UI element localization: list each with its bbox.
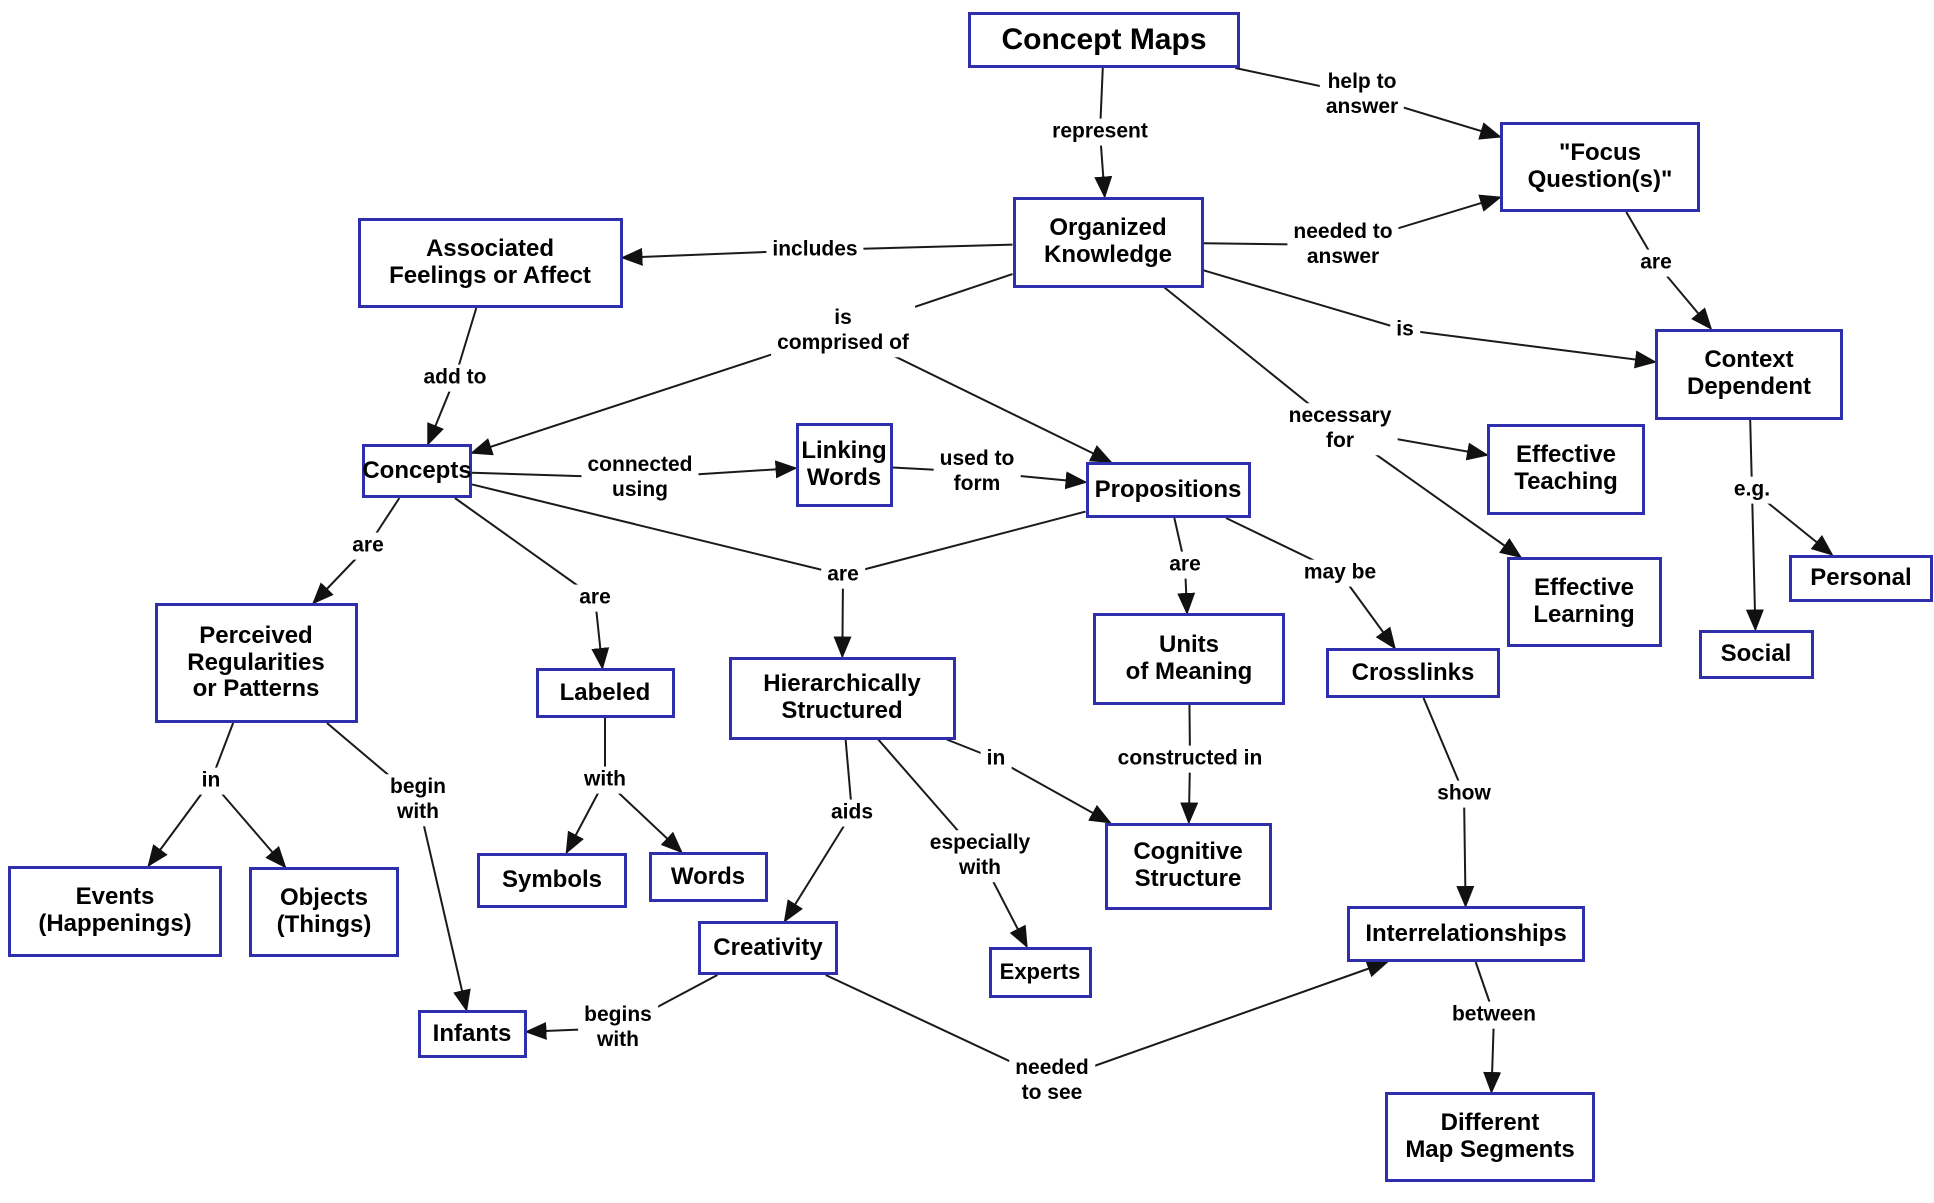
- edge-arrow-line: [210, 780, 287, 869]
- edge-label-between: between: [1445, 1001, 1543, 1029]
- node-words: Words: [648, 852, 768, 902]
- edge-line: [471, 483, 844, 576]
- edge-label-are: are: [1163, 551, 1207, 579]
- node-interrelationships: Interrelationships: [1347, 906, 1585, 962]
- edge-arrow-line: [833, 574, 852, 659]
- node-personal: Personal: [1789, 554, 1933, 602]
- edge-label-includes: includes: [766, 236, 864, 264]
- edge-arrow-line: [1404, 329, 1657, 369]
- node-propositions: Propositions: [1085, 462, 1251, 518]
- node-objects: Objects(Things): [249, 867, 399, 957]
- edge-line: [842, 510, 1086, 576]
- edge-label-are: are: [1634, 249, 1678, 277]
- edge-label-in: in: [980, 745, 1012, 773]
- edge-label-show: show: [1431, 780, 1497, 808]
- node-creativity: Creativity: [698, 921, 838, 975]
- edge-arrow-line: [1051, 960, 1390, 1082]
- edge-label-are: are: [573, 584, 617, 612]
- node-crosslinks: Crosslinks: [1326, 648, 1500, 698]
- node-events: Events(Happenings): [8, 865, 222, 957]
- edge-arrow-line: [147, 780, 212, 868]
- edge-label-is: is: [1390, 316, 1420, 344]
- edge-label-may-be: may be: [1297, 559, 1383, 587]
- node-experts: Experts: [988, 946, 1092, 998]
- edge-line: [454, 497, 596, 599]
- edge-arrow-line: [1456, 793, 1475, 908]
- edge-label-add-to: add to: [417, 364, 493, 392]
- edge-line: [1422, 697, 1465, 795]
- edge-line: [1203, 269, 1406, 331]
- edge-label-with: with: [578, 766, 632, 794]
- edge-label-aids: aids: [824, 799, 880, 827]
- edge-arrow-line: [417, 799, 471, 1012]
- edge-label-e-g-: e.g.: [1727, 476, 1777, 504]
- node-symbols: Symbols: [477, 852, 627, 908]
- node-concepts: Concepts: [362, 444, 472, 498]
- edge-arrow-line: [995, 758, 1112, 824]
- edge-label-constructed-in: constructed in: [1111, 745, 1269, 773]
- edge-label-are: are: [821, 561, 865, 589]
- edge-arrow-line: [783, 812, 853, 923]
- node-concept-maps: Concept Maps: [968, 12, 1240, 68]
- edge-label-represent: represent: [1046, 118, 1154, 146]
- edge-label-are: are: [346, 532, 390, 560]
- edge-label-in: in: [195, 767, 227, 795]
- edge-arrow-line: [1745, 489, 1764, 632]
- node-labeled: Labeled: [535, 668, 675, 718]
- node-infants: Infants: [417, 1010, 527, 1058]
- node-social: Social: [1698, 629, 1814, 679]
